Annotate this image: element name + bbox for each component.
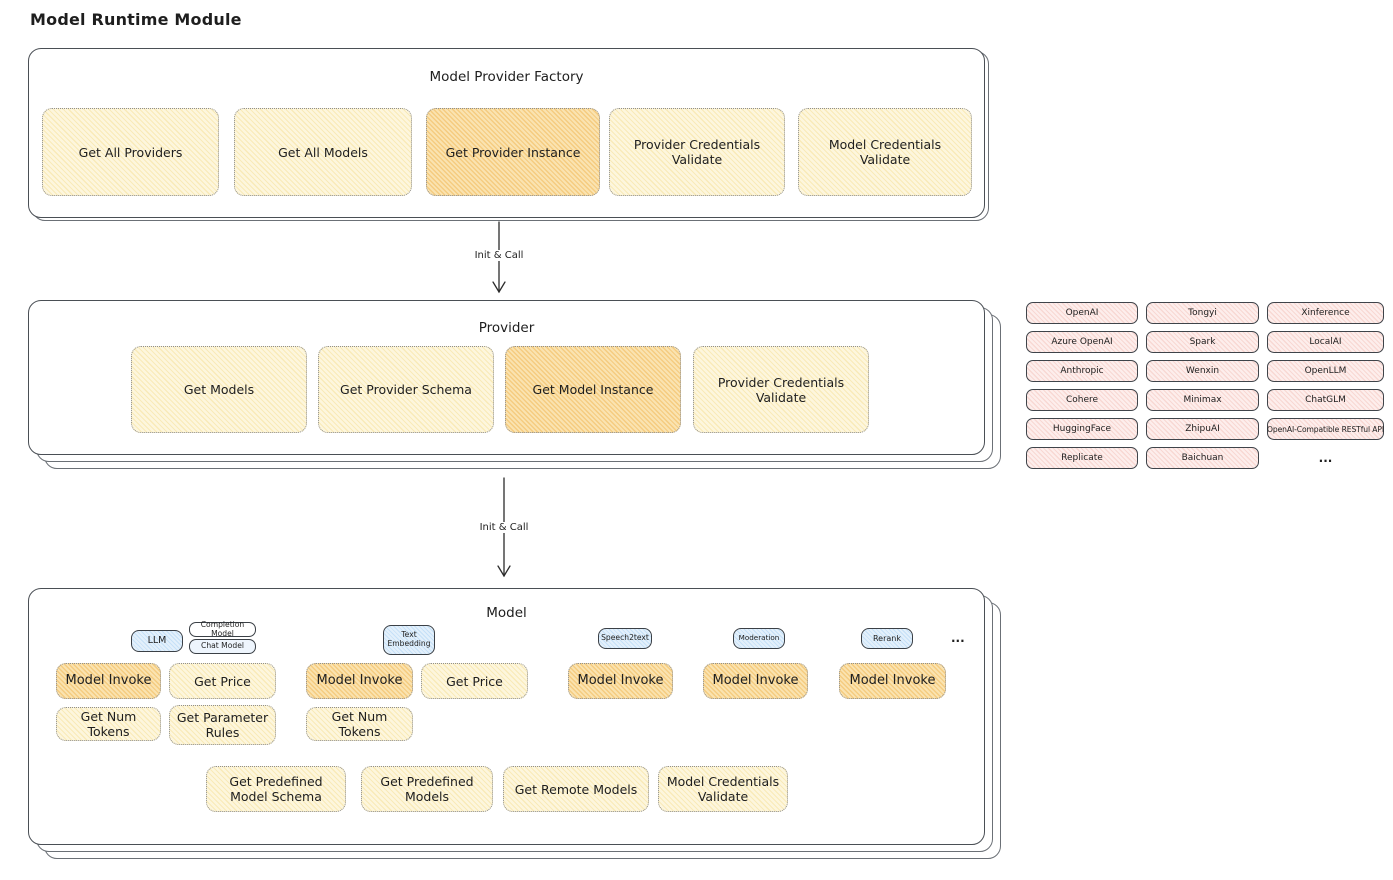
model-type-tag-text-embedding: Text Embedding	[383, 625, 435, 655]
provider-panel-title: Provider	[478, 320, 535, 336]
providers-more-ellipsis: ...	[1318, 451, 1333, 465]
provider-chip-zhipuai: ZhipuAI	[1146, 418, 1259, 440]
provider-chip-tongyi: Tongyi	[1146, 302, 1259, 324]
provider-panel: Provider Get Models Get Provider Schema …	[28, 300, 985, 455]
factory-op-get-all-models: Get All Models	[234, 108, 412, 196]
op-get-predefined-model-schema: Get Predefined Model Schema	[206, 766, 346, 812]
op-rerank-model-invoke: Model Invoke	[839, 663, 946, 699]
provider-chip-spark: Spark	[1146, 331, 1259, 353]
factory-op-get-provider-instance: Get Provider Instance	[426, 108, 600, 196]
provider-chip-cohere: Cohere	[1026, 389, 1138, 411]
provider-op-get-models: Get Models	[131, 346, 307, 433]
provider-chip-openai-compatible-restful-api: OpenAI-Compatible RESTful API	[1267, 418, 1384, 440]
model-panel-title: Model	[486, 605, 527, 621]
factory-op-model-credentials-validate: Model Credentials Validate	[798, 108, 972, 196]
model-type-tag-chat-model: Chat Model	[189, 639, 256, 654]
provider-chip-huggingface: HuggingFace	[1026, 418, 1138, 440]
provider-chip-openai: OpenAI	[1026, 302, 1138, 324]
provider-chip-baichuan: Baichuan	[1146, 447, 1259, 469]
op-llm-model-invoke: Model Invoke	[56, 663, 161, 699]
provider-chip-azure-openai: Azure OpenAI	[1026, 331, 1138, 353]
factory-op-provider-credentials-validate: Provider Credentials Validate	[609, 108, 785, 196]
provider-op-get-provider-schema: Get Provider Schema	[318, 346, 494, 433]
provider-op-provider-credentials-validate: Provider Credentials Validate	[693, 346, 869, 433]
model-type-tag-completion-model: Completion Model	[189, 620, 256, 637]
op-llm-get-parameter-rules: Get Parameter Rules	[169, 705, 276, 745]
provider-chip-openllm: OpenLLM	[1267, 360, 1384, 382]
factory-op-get-all-providers: Get All Providers	[42, 108, 219, 196]
provider-chip-replicate: Replicate	[1026, 447, 1138, 469]
provider-op-get-model-instance: Get Model Instance	[505, 346, 681, 433]
op-embedding-get-num-tokens: Get Num Tokens	[306, 707, 413, 741]
provider-chip-anthropic: Anthropic	[1026, 360, 1138, 382]
op-model-credentials-validate: Model Credentials Validate	[658, 766, 788, 812]
provider-chip-wenxin: Wenxin	[1146, 360, 1259, 382]
init-call-label-2: Init & Call	[474, 522, 534, 533]
model-type-tag-speech2text: Speech2text	[598, 628, 652, 649]
model-type-tag-moderation: Moderation	[733, 628, 785, 649]
page-title: Model Runtime Module	[30, 10, 242, 29]
factory-panel-title: Model Provider Factory	[429, 69, 584, 85]
op-embedding-model-invoke: Model Invoke	[306, 663, 413, 699]
providers-grid: OpenAI Tongyi Xinference Azure OpenAI Sp…	[1026, 302, 1384, 469]
model-type-tag-llm: LLM	[131, 630, 183, 652]
provider-chip-minimax: Minimax	[1146, 389, 1259, 411]
op-moderation-model-invoke: Model Invoke	[703, 663, 808, 699]
init-call-label-1: Init & Call	[469, 250, 529, 261]
op-get-remote-models: Get Remote Models	[503, 766, 649, 812]
model-type-tag-rerank: Rerank	[861, 628, 913, 649]
provider-chip-localai: LocalAI	[1267, 331, 1384, 353]
op-get-predefined-models: Get Predefined Models	[361, 766, 493, 812]
op-embedding-get-price: Get Price	[421, 663, 528, 699]
provider-chip-chatglm: ChatGLM	[1267, 389, 1384, 411]
provider-chip-xinference: Xinference	[1267, 302, 1384, 324]
op-llm-get-price: Get Price	[169, 663, 276, 699]
op-speech2text-model-invoke: Model Invoke	[568, 663, 673, 699]
op-llm-get-num-tokens: Get Num Tokens	[56, 707, 161, 741]
factory-panel: Model Provider Factory Get All Providers…	[28, 48, 985, 218]
model-types-more-ellipsis: ...	[951, 631, 965, 645]
model-panel: Model LLM Completion Model Chat Model Te…	[28, 588, 985, 845]
